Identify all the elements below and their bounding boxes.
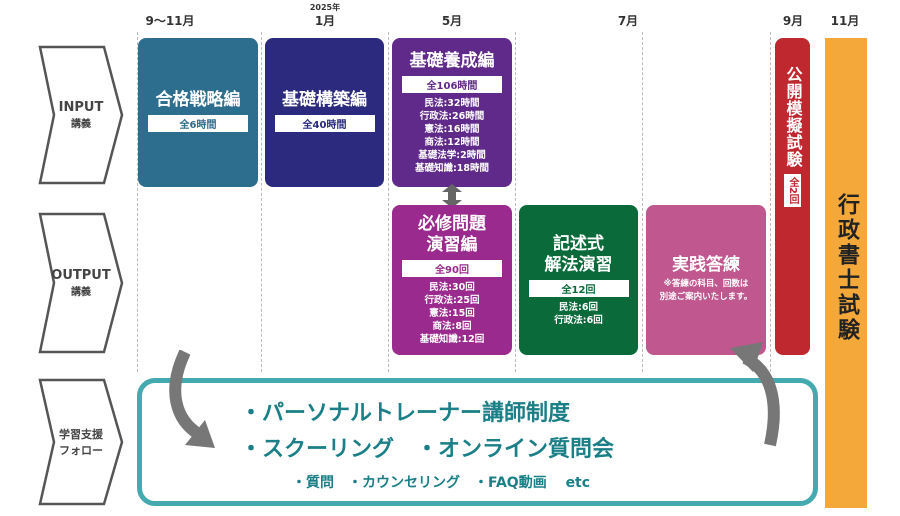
mock-badge: 全2回: [784, 174, 801, 207]
course-title: 基礎養成編: [409, 50, 495, 71]
divider: [642, 32, 643, 372]
course-jissen-toren: 実践答練 ※答練の科目、回数は 別途ご案内いたします。: [646, 205, 766, 355]
mock-title: 公開模擬試験: [783, 66, 803, 168]
course-detail: 行政法:26時間: [419, 110, 485, 122]
divider: [261, 32, 262, 372]
divider: [515, 32, 516, 372]
curved-arrow-icon: [169, 350, 215, 448]
course-goukaku-senryaku: 合格戦略編 全6時間: [138, 38, 258, 187]
year-label: 2025年: [309, 3, 341, 12]
divider: [770, 32, 771, 372]
course-detail: 憲法:15回: [429, 308, 475, 319]
row-label-input: INPUT 講義: [38, 45, 124, 185]
course-kijutsushiki: 記述式 解法演習 全12回 民法:6回 行政法:6回: [519, 205, 638, 355]
course-title: 基礎構築編: [282, 89, 367, 110]
follow-line1: ・パーソナルトレーナー講師制度: [240, 401, 571, 426]
course-detail: 行政法:25回: [424, 295, 480, 306]
course-title: 実践答練: [672, 255, 740, 275]
course-note: 別途ご案内いたします。: [659, 292, 753, 302]
month-7: 7月: [617, 14, 639, 28]
follow-line3: ・質問 ・カウンセリング ・FAQ動画 etc: [292, 475, 591, 491]
month-5: 5月: [441, 14, 463, 28]
course-kiso-yousei: 基礎養成編 全106時間 民法:32時間 行政法:26時間 憲法:16時間 商法…: [392, 38, 512, 187]
divider: [137, 32, 138, 372]
course-detail: 基礎知識:18時間: [414, 162, 490, 174]
course-detail: 民法:6回: [559, 301, 598, 313]
course-detail: 憲法:16時間: [424, 123, 480, 135]
course-detail: 基礎法学:2時間: [418, 149, 486, 161]
row-label-l1: 学習支援: [59, 428, 103, 441]
course-note: ※答練の科目、回数は: [663, 279, 749, 289]
course-detail: 基礎知識:12回: [419, 334, 485, 345]
row-label-en: OUTPUT: [51, 268, 111, 283]
course-detail: 商法:12時間: [424, 136, 480, 148]
course-title: 必修問題: [418, 214, 486, 234]
row-label-output: OUTPUT 講義: [38, 212, 124, 354]
month-9-11: 9〜11月: [145, 14, 195, 28]
course-kiso-kouchiku: 基礎構築編 全40時間: [265, 38, 384, 187]
month-9: 9月: [782, 14, 804, 28]
course-title: 解法演習: [544, 254, 613, 275]
follow-line2: ・スクーリング ・オンライン質問会: [240, 437, 615, 462]
divider: [388, 32, 389, 372]
double-arrow-icon: [442, 184, 462, 208]
course-hisshu-mondai: 必修問題 演習編 全90回 民法:30回 行政法:25回 憲法:15回 商法:8…: [392, 205, 512, 355]
mock-exam: 公開模擬試験 全2回: [775, 38, 810, 355]
course-badge: 全6時間: [148, 114, 248, 132]
row-label-follow: 学習支援 フォロー: [38, 378, 124, 506]
course-badge: 全12回: [528, 279, 629, 297]
exam-title: 行政書士試験: [834, 193, 859, 343]
follow-support-panel: ・パーソナルトレーナー講師制度 ・スクーリング ・オンライン質問会 ・質問 ・カ…: [137, 378, 818, 506]
course-title: 記述式: [553, 233, 604, 254]
row-label-l2: フォロー: [59, 444, 103, 457]
curved-arrow-icon: [730, 342, 780, 447]
course-detail: 民法:30回: [429, 282, 475, 293]
course-badge: 全90回: [402, 260, 502, 277]
final-exam: 行政書士試験: [825, 38, 867, 508]
course-detail: 民法:32時間: [424, 97, 480, 109]
month-1: 1月: [314, 14, 336, 28]
row-label-jp: 講義: [71, 287, 91, 298]
course-detail: 商法:8回: [432, 321, 472, 332]
course-title: 演習編: [426, 235, 478, 255]
course-detail: 行政法:6回: [554, 314, 603, 326]
course-badge: 全106時間: [402, 75, 502, 93]
course-title: 合格戦略編: [155, 89, 241, 110]
course-badge: 全40時間: [274, 114, 375, 132]
row-label-en: INPUT: [58, 100, 104, 115]
row-label-jp: 講義: [71, 119, 91, 130]
month-11: 11月: [830, 14, 860, 28]
